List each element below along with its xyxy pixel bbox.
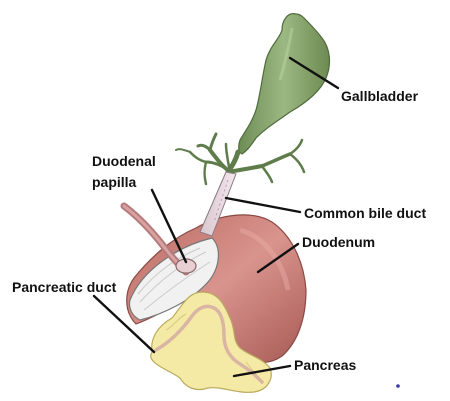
gallbladder xyxy=(239,14,330,154)
label-pancreatic-duct: Pancreatic duct xyxy=(12,279,116,296)
label-duodenal-papilla-line1: Duodenal xyxy=(92,153,156,170)
label-duodenum: Duodenum xyxy=(302,234,375,251)
label-gallbladder: Gallbladder xyxy=(341,88,418,105)
label-duodenal-papilla-line2: papilla xyxy=(92,174,136,191)
label-common-bile-duct: Common bile duct xyxy=(304,205,426,222)
leader-common-bile-duct xyxy=(226,198,300,212)
stray-dot xyxy=(396,384,400,388)
label-pancreas: Pancreas xyxy=(294,357,356,374)
